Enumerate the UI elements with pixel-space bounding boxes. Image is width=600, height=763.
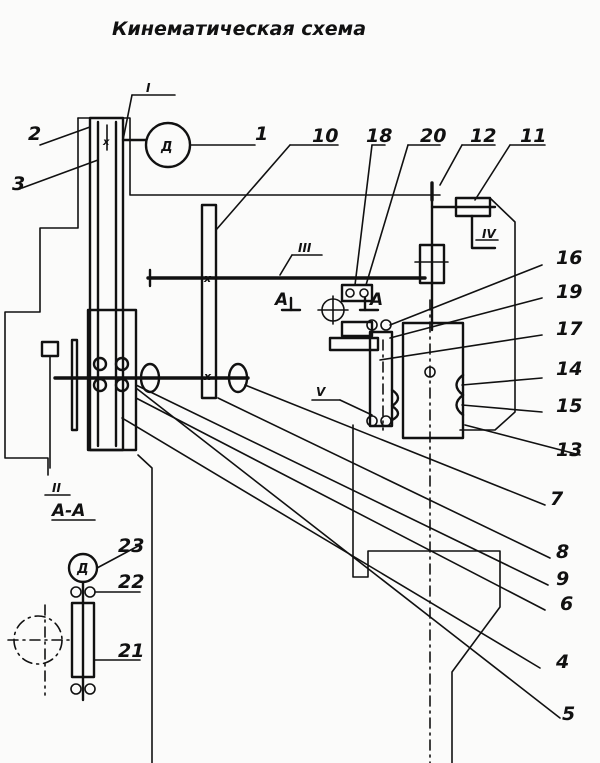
shaft-ii-end-cap xyxy=(40,340,60,358)
section-arrow-a-left-label: A xyxy=(273,290,288,310)
leader-3 xyxy=(21,159,99,189)
shaft-label-i: I xyxy=(146,81,151,95)
gear-mark: x xyxy=(203,370,212,383)
motor-label: Д xyxy=(160,140,173,155)
bearing-icon xyxy=(359,288,369,298)
spring-right xyxy=(455,373,465,417)
shaft-ii-bearing-right xyxy=(227,362,249,394)
leader-7 xyxy=(244,384,546,506)
leader-2 xyxy=(39,126,91,146)
machine-base-outline xyxy=(137,454,153,763)
part-number-13: 13 xyxy=(556,439,582,461)
part-number-18: 18 xyxy=(366,125,392,147)
section-arrow-a-right-label: A xyxy=(368,290,383,310)
part-number-23: 23 xyxy=(118,535,144,557)
leader-i-down xyxy=(122,94,133,141)
leader-8 xyxy=(217,397,551,559)
bearing-icon xyxy=(345,288,355,298)
bearing-icon xyxy=(84,586,96,598)
leader-9 xyxy=(135,384,549,586)
part-number-21: 21 xyxy=(118,640,144,662)
clutch-20 xyxy=(340,320,374,338)
leader-6 xyxy=(135,397,546,611)
leader-10 xyxy=(215,144,291,231)
diagram-title: Кинематическая схема xyxy=(112,18,366,40)
upper-pulley-mark: x xyxy=(102,137,110,148)
part-number-16: 16 xyxy=(556,247,582,269)
part-number-8: 8 xyxy=(556,541,569,563)
shaft-label-iii: III xyxy=(298,241,312,255)
shaft-label-v: V xyxy=(316,385,327,399)
leader-19 xyxy=(389,297,543,339)
bearing-icon xyxy=(366,319,378,331)
bracket-iv xyxy=(470,214,497,250)
bearing-icon xyxy=(70,683,82,695)
machine-table-outline xyxy=(352,424,501,763)
bearing-icon xyxy=(70,586,82,598)
part-number-14: 14 xyxy=(556,358,582,380)
bearing-icon xyxy=(380,415,392,427)
gear-21 xyxy=(70,601,96,679)
shaft-label-iv: IV xyxy=(482,227,497,241)
part-number-15: 15 xyxy=(556,395,582,417)
lower-pulley-block xyxy=(86,308,138,452)
part-number-6: 6 xyxy=(560,593,573,615)
part-number-12: 12 xyxy=(470,125,496,147)
leader-14 xyxy=(461,377,543,386)
gear-17 xyxy=(368,330,394,428)
gearbox-13 xyxy=(401,321,465,440)
leader-23 xyxy=(96,544,141,569)
leader-16 xyxy=(389,264,543,326)
part-number-17: 17 xyxy=(556,318,583,340)
part-number-20: 20 xyxy=(420,125,446,147)
section-a-a-label: A-A xyxy=(50,501,85,521)
leader-20 xyxy=(365,144,409,286)
part-number-1: 1 xyxy=(255,123,268,145)
part-number-5: 5 xyxy=(562,703,575,725)
part-number-2: 2 xyxy=(28,123,41,145)
part-number-11: 11 xyxy=(520,125,546,147)
bearing-icon xyxy=(84,683,96,695)
leader-iii xyxy=(279,254,293,276)
lever-block xyxy=(328,336,380,352)
leader-13 xyxy=(464,424,581,456)
worm-gear-housing xyxy=(418,243,446,285)
clutch-18 xyxy=(340,283,374,303)
leader-12 xyxy=(439,144,463,186)
leader-15 xyxy=(461,404,543,413)
part-number-3: 3 xyxy=(12,173,25,195)
leader-17 xyxy=(379,334,543,361)
leader-11 xyxy=(474,144,511,201)
part-number-22: 22 xyxy=(118,571,144,593)
vertical-transmission-10 xyxy=(200,203,218,400)
bearing-icon xyxy=(114,356,130,372)
part-number-9: 9 xyxy=(556,568,569,590)
motor-23-label: Д xyxy=(76,562,89,577)
bearing-icon xyxy=(366,415,378,427)
part-number-10: 10 xyxy=(312,125,338,147)
machine-frame-outline xyxy=(4,117,79,476)
bearing-icon xyxy=(92,377,108,393)
leader-v xyxy=(339,399,373,416)
spring-left xyxy=(390,388,400,422)
shaft-label-ii: II xyxy=(52,481,61,495)
part-number-4: 4 xyxy=(555,651,569,673)
shaft-ii-pulley xyxy=(70,338,79,432)
part-number-7: 7 xyxy=(550,488,564,510)
part-number-19: 19 xyxy=(556,281,582,303)
vertical-belt-housing xyxy=(88,116,125,452)
leader-4 xyxy=(121,417,541,669)
bearing-icon xyxy=(92,356,108,372)
leader-18 xyxy=(354,144,373,286)
